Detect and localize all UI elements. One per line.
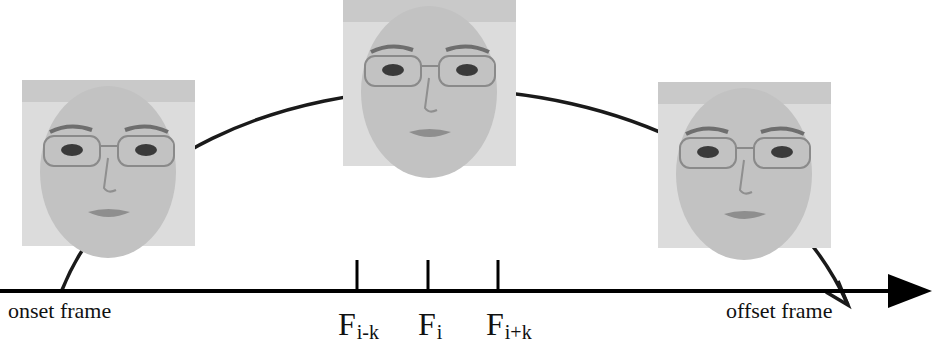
frame-subscript-holder: i-k xyxy=(357,322,379,342)
frame-tick xyxy=(497,260,500,291)
frame-subscript-holder: i+k xyxy=(505,322,532,342)
frame-symbol: F xyxy=(338,306,356,342)
frame-symbol-holder: F xyxy=(486,308,504,340)
time-axis xyxy=(0,289,892,293)
frame-symbol: F xyxy=(418,306,436,342)
frame-symbol-holder: F xyxy=(418,308,436,340)
frame-tick xyxy=(356,260,359,291)
apex-face-photo xyxy=(343,0,516,178)
frame-tick xyxy=(427,260,430,291)
frame-subscript: i+k xyxy=(505,321,532,343)
axis-end-label-holder: offset frame xyxy=(726,300,833,322)
axis-end-label: offset frame xyxy=(726,298,833,323)
axis-end-label-holder: onset frame xyxy=(8,300,111,322)
axis-arrowhead xyxy=(888,274,932,308)
frame-symbol-holder: F xyxy=(338,308,356,340)
frame-symbol: F xyxy=(486,306,504,342)
frame-subscript: i-k xyxy=(357,321,379,343)
offset-face-photo xyxy=(658,82,831,260)
onset-face-photo xyxy=(22,80,195,258)
frame-subscript: i xyxy=(437,321,443,343)
axis-end-label: onset frame xyxy=(8,298,111,323)
frame-subscript-holder: i xyxy=(437,322,443,342)
